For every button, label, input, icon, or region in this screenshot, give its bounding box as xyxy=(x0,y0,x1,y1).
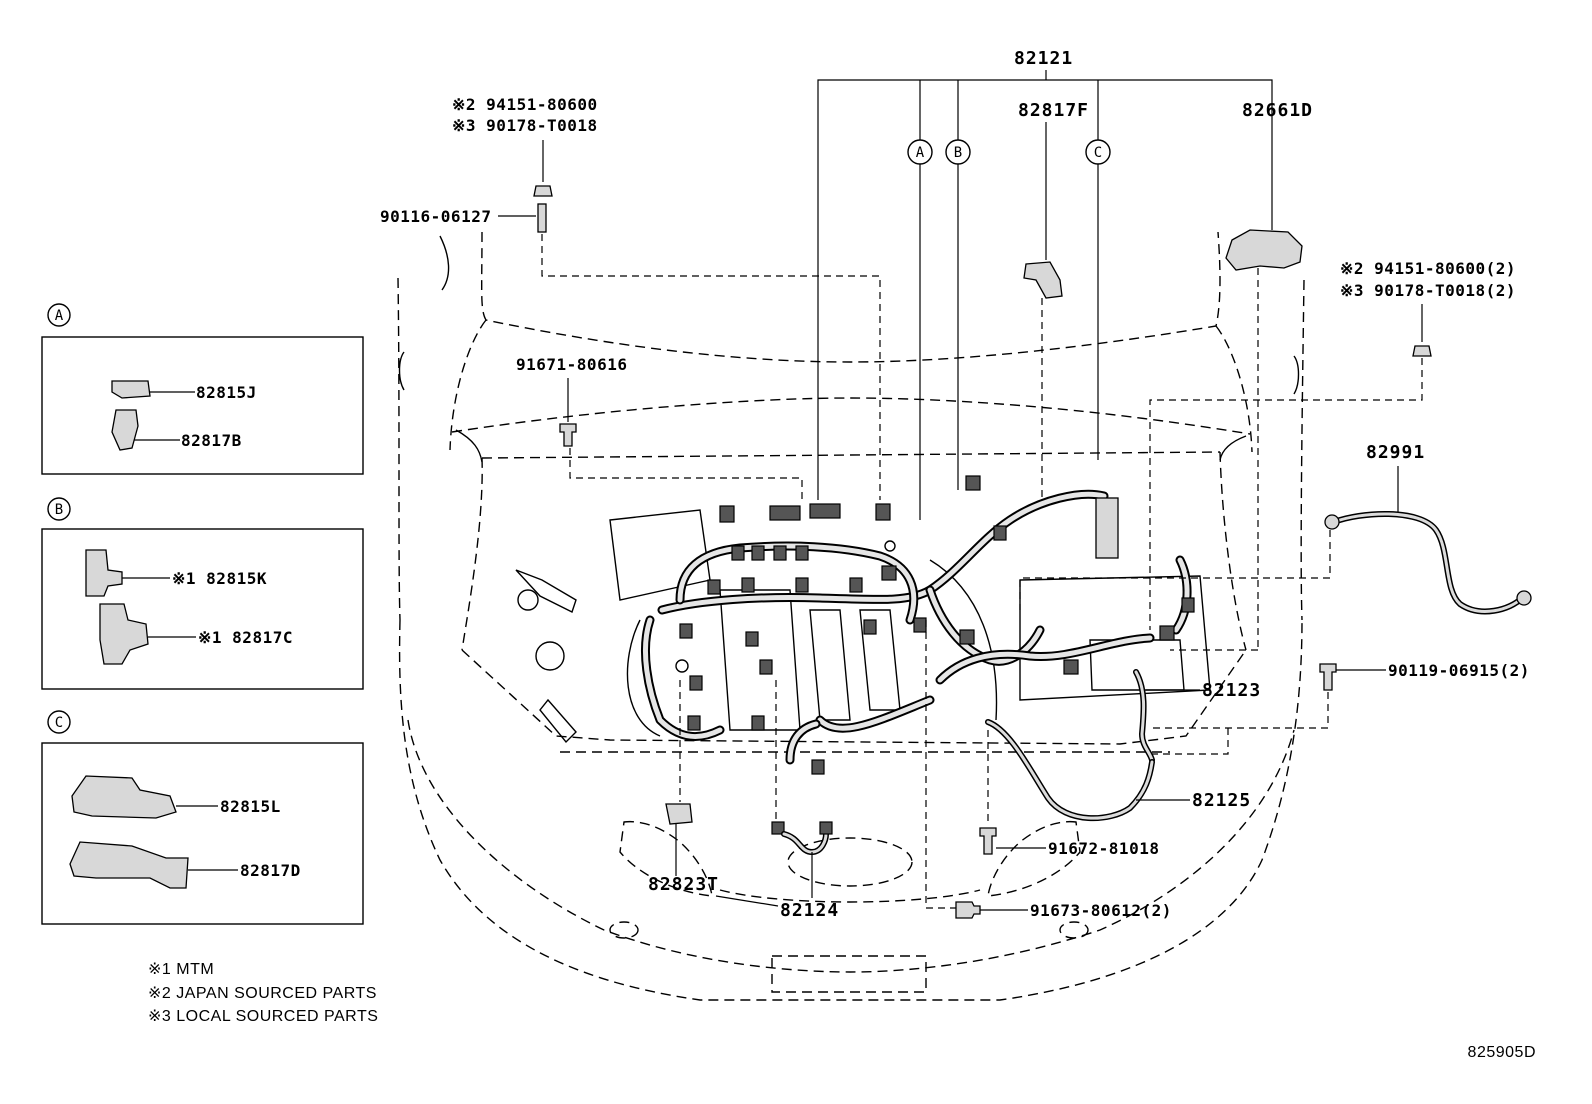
ground-terminal-b xyxy=(1516,590,1532,606)
callout-82124: 82124 xyxy=(771,680,839,921)
callout-a-letter: A xyxy=(55,308,64,324)
detail-box-b: B ※1 82815K ※1 82817C xyxy=(41,497,364,690)
label-91673: 91673-80612(2) xyxy=(1030,901,1172,920)
label-82823t: 82823T xyxy=(648,874,719,895)
label-82124: 82124 xyxy=(780,900,839,921)
legend: ※1 MTM ※2 JAPAN SOURCED PARTS ※3 LOCAL S… xyxy=(148,961,378,1025)
callout-c-circle xyxy=(47,710,71,734)
part-82817f-shape xyxy=(1023,261,1063,299)
part-82823t-shape xyxy=(665,803,693,825)
callout-b-letter: B xyxy=(55,502,63,518)
bolt-icon-91672 xyxy=(979,827,997,855)
label-82815j: 82815J xyxy=(196,383,257,402)
legend-line-3: ※3 LOCAL SOURCED PARTS xyxy=(148,1008,378,1025)
legend-line-2: ※2 JAPAN SOURCED PARTS xyxy=(148,985,377,1002)
part-82815j-shape xyxy=(111,380,151,399)
callout-82123: 82123 xyxy=(1133,669,1261,763)
part-82817c-shape xyxy=(99,603,149,665)
detail-box-a: A 82815J 82817B xyxy=(41,303,364,475)
callout-b-marker-letter: B xyxy=(954,145,962,161)
callout-82823t: 82823T xyxy=(648,680,779,907)
stud-bolt-icon xyxy=(537,203,547,233)
callout-b-circle xyxy=(47,497,71,521)
label-90119: 90119-06915(2) xyxy=(1388,661,1530,680)
car-body-outline xyxy=(397,231,1305,1001)
nut-icon-right xyxy=(1412,345,1432,357)
callout-91671: 91671-80616 xyxy=(516,355,803,500)
callout-c-marker-letter: C xyxy=(1094,145,1102,161)
label-82817b: 82817B xyxy=(181,431,242,450)
detail-frame-a xyxy=(41,336,364,475)
callout-91673: 91673-80612(2) xyxy=(925,620,1172,920)
detail-frame-b xyxy=(41,528,364,690)
part-82815l-shape xyxy=(71,775,177,819)
callout-a-marker-letter: A xyxy=(916,145,925,161)
callout-c-letter: C xyxy=(55,715,63,731)
nut-icon-left xyxy=(533,185,553,197)
label-82661d: 82661D xyxy=(1242,100,1313,121)
label-note-3-left: ※3 90178-T0018 xyxy=(452,116,598,135)
label-note-2-right: ※2 94151-80600(2) xyxy=(1340,259,1516,278)
label-82817c: ※1 82817C xyxy=(198,628,293,647)
label-note-3-right: ※3 90178-T0018(2) xyxy=(1340,281,1516,300)
callout-82991: 82991 xyxy=(1019,442,1532,615)
label-90116: 90116-06127 xyxy=(380,207,491,226)
part-82817d-shape xyxy=(69,841,189,889)
callout-a-circle xyxy=(47,303,71,327)
bolt-icon-91671 xyxy=(559,423,577,447)
label-82121: 82121 xyxy=(1014,48,1073,69)
callout-90119: 90119-06915(2) xyxy=(1150,661,1530,755)
label-82815l: 82815L xyxy=(220,797,281,816)
label-note-2-left: ※2 94151-80600 xyxy=(452,95,598,114)
callout-top-right-fasteners: ※2 94151-80600(2) ※3 90178-T0018(2) xyxy=(1149,259,1516,630)
bolt-icon-91673 xyxy=(955,901,981,919)
callout-82121-tree: 82121 A B C 82817F 82661D xyxy=(817,48,1313,651)
detail-box-c: C 82815L 82817D xyxy=(41,710,364,925)
label-82817d: 82817D xyxy=(240,861,301,880)
legend-line-1: ※1 MTM xyxy=(148,961,214,978)
label-82817f: 82817F xyxy=(1018,100,1089,121)
label-91672: 91672-81018 xyxy=(1048,839,1159,858)
callout-91672: 91672-81018 xyxy=(979,730,1159,858)
ground-terminal-a xyxy=(1324,514,1340,530)
label-91671: 91671-80616 xyxy=(516,355,627,374)
part-82661d-shape xyxy=(1225,229,1303,271)
part-82817b-shape xyxy=(111,409,139,451)
label-82991: 82991 xyxy=(1366,442,1425,463)
diagram-code: 825905D xyxy=(1468,1044,1536,1061)
callout-top-left-fasteners: ※2 94151-80600 ※3 90178-T0018 90116-0612… xyxy=(380,95,881,500)
bolt-icon-90119 xyxy=(1319,663,1337,691)
callout-82125: 82125 xyxy=(985,719,1251,822)
label-82123: 82123 xyxy=(1202,680,1261,701)
engine-assembly xyxy=(515,475,1211,775)
label-82815k: ※1 82815K xyxy=(172,569,267,588)
part-82815k-shape xyxy=(85,549,123,597)
detail-frame-c xyxy=(41,742,364,925)
label-82125: 82125 xyxy=(1192,790,1251,811)
